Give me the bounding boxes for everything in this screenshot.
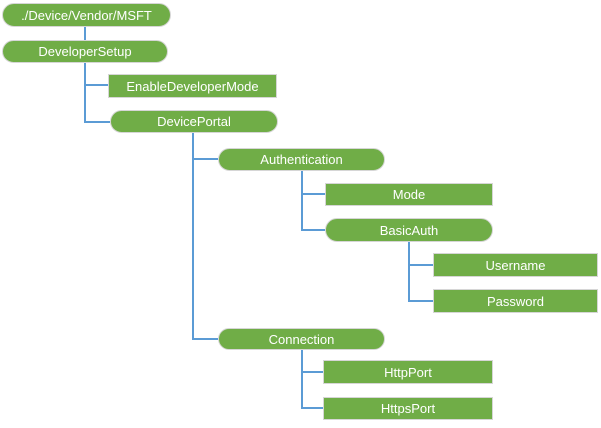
node-password: Password xyxy=(433,289,598,313)
connector-line xyxy=(408,264,433,266)
connector-line xyxy=(301,371,323,373)
connector-line xyxy=(408,242,410,302)
node-httpsport: HttpsPort xyxy=(323,397,493,420)
connector-line xyxy=(84,84,108,86)
node-developersetup: DeveloperSetup xyxy=(2,40,168,63)
node-username: Username xyxy=(433,253,598,277)
node-mode: Mode xyxy=(325,183,493,206)
node-basicauth: BasicAuth xyxy=(325,218,493,242)
connector-line xyxy=(84,121,110,123)
connector-line xyxy=(301,193,325,195)
node-device-vendor-msft: ./Device/Vendor/MSFT xyxy=(2,3,171,27)
connector-line xyxy=(84,63,86,123)
connector-line xyxy=(192,158,218,160)
node-connection: Connection xyxy=(218,328,385,350)
connector-line xyxy=(301,171,303,231)
connector-line xyxy=(301,229,325,231)
connector-line xyxy=(192,133,194,340)
node-httpport: HttpPort xyxy=(323,360,493,384)
connector-line xyxy=(301,407,323,409)
connector-line xyxy=(408,300,433,302)
node-enabledevelopermode: EnableDeveloperMode xyxy=(108,74,277,98)
node-deviceportal: DevicePortal xyxy=(110,110,278,133)
connector-line xyxy=(192,338,218,340)
connector-line xyxy=(84,27,86,40)
connector-line xyxy=(301,350,303,409)
node-authentication: Authentication xyxy=(218,148,385,171)
